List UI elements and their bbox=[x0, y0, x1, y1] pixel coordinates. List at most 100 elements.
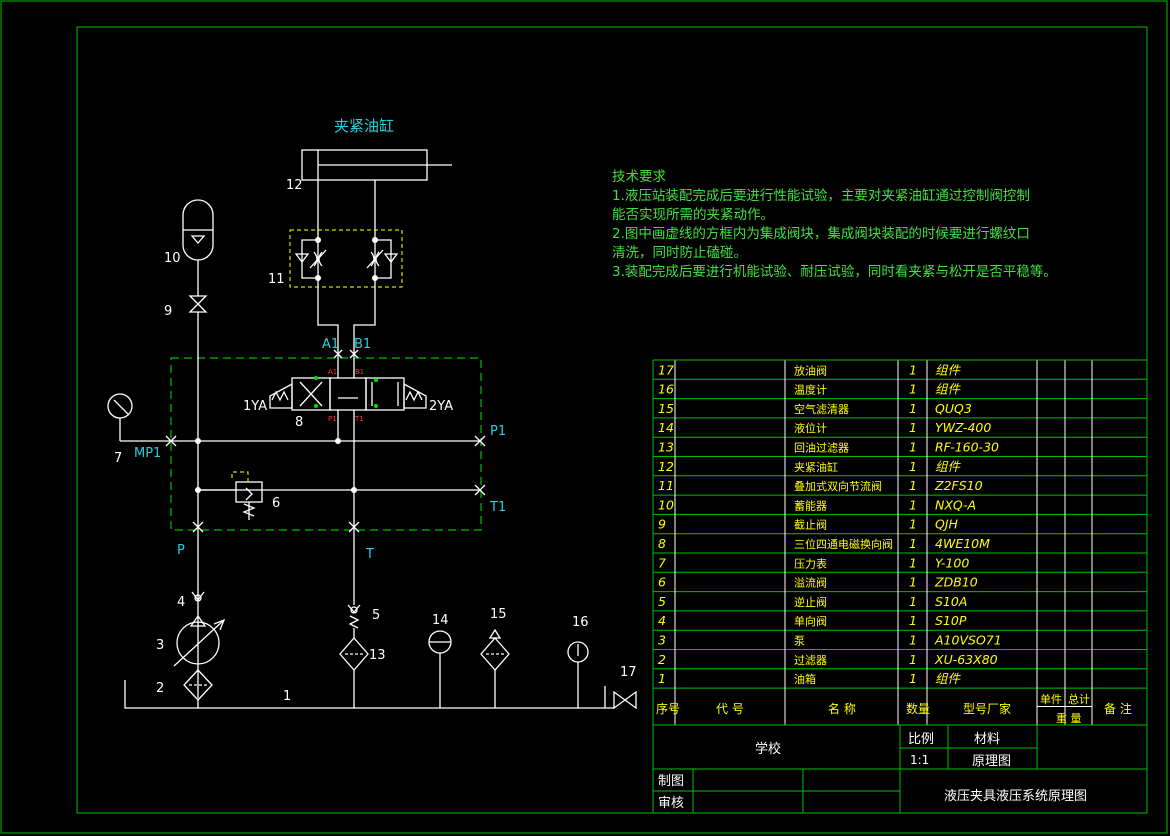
part-row-name: 油箱 bbox=[794, 672, 816, 686]
part-row-qty: 1 bbox=[909, 420, 917, 435]
valve-port-a: A1 bbox=[328, 368, 337, 376]
part-row-qty: 1 bbox=[909, 517, 917, 532]
part-row-number: 5 bbox=[658, 594, 666, 609]
part-row-model: 组件 bbox=[935, 459, 962, 474]
port-p1-label: P1 bbox=[490, 424, 506, 439]
header-name: 名 称 bbox=[828, 701, 856, 716]
header-model: 型号厂家 bbox=[963, 701, 1011, 716]
label-8: 8 bbox=[295, 415, 303, 430]
port-b1-label: B1 bbox=[354, 337, 371, 352]
school-name: 学校 bbox=[755, 741, 781, 757]
part-row-qty: 1 bbox=[909, 382, 917, 397]
part-row-model: S10P bbox=[935, 613, 967, 628]
header-code: 代 号 bbox=[716, 702, 744, 716]
part-row-number: 1 bbox=[658, 671, 666, 686]
part-row-model: QUQ3 bbox=[935, 401, 972, 416]
part-row-name: 蓄能器 bbox=[794, 498, 827, 512]
part-row-model: NXQ-A bbox=[935, 497, 976, 512]
label-1: 1 bbox=[283, 689, 291, 704]
part-row-name: 三位四通电磁换向阀 bbox=[794, 537, 893, 551]
part-row-qty: 1 bbox=[909, 613, 917, 628]
part-row-number: 16 bbox=[658, 382, 674, 397]
part-row-name: 回油过滤器 bbox=[794, 441, 849, 455]
part-row-number: 15 bbox=[658, 401, 674, 416]
part-row-qty: 1 bbox=[909, 401, 917, 416]
part-row-model: 4WE10M bbox=[935, 536, 990, 551]
part-row-number: 6 bbox=[658, 575, 666, 590]
label-13: 13 bbox=[369, 648, 386, 663]
oil-tank-symbol bbox=[124, 628, 637, 710]
scale-value: 1:1 bbox=[910, 753, 929, 767]
part-row-number: 11 bbox=[658, 478, 674, 493]
label-10: 10 bbox=[164, 251, 181, 266]
valve-port-t: T1 bbox=[354, 415, 364, 423]
title-block: 学校 比例 1:1 材料 原理图 制图 审核 液压夹具液压系统原理图 bbox=[658, 732, 1087, 811]
header-remark: 备 注 bbox=[1104, 701, 1132, 716]
label-7: 7 bbox=[114, 451, 122, 466]
part-row-name: 温度计 bbox=[794, 383, 827, 397]
part-row-model: RF-160-30 bbox=[935, 440, 999, 455]
part-row-qty: 1 bbox=[909, 594, 917, 609]
clamp-cylinder-symbol bbox=[301, 149, 452, 230]
header-unit-weight: 单件 bbox=[1040, 693, 1062, 706]
label-6: 6 bbox=[272, 496, 280, 511]
label-14: 14 bbox=[432, 613, 449, 628]
header-total-weight: 总计 bbox=[1068, 692, 1090, 706]
part-row-number: 3 bbox=[658, 633, 666, 648]
label-5: 5 bbox=[372, 608, 380, 623]
label-2: 2 bbox=[156, 681, 164, 696]
port-t-label: T bbox=[365, 547, 374, 562]
part-row-model: S10A bbox=[935, 594, 967, 609]
part-row-number: 13 bbox=[658, 440, 674, 455]
part-row-name: 泵 bbox=[794, 635, 805, 648]
part-row-qty: 1 bbox=[909, 478, 917, 493]
part-row-number: 8 bbox=[658, 536, 666, 551]
part-row-qty: 1 bbox=[909, 652, 917, 667]
label-12: 12 bbox=[286, 178, 303, 193]
part-row-number: 10 bbox=[658, 497, 674, 512]
tech-line: 3.装配完成后要进行机能试验、耐压试验，同时看夹紧与松开是否平稳等。 bbox=[612, 263, 1057, 280]
part-row-qty: 1 bbox=[909, 671, 917, 686]
parts-header: 序号 代 号 名 称 数量 型号厂家 单件 总计 重 量 备 注 bbox=[656, 692, 1132, 725]
accumulator-symbol bbox=[182, 199, 214, 313]
port-p-label: P bbox=[177, 543, 185, 558]
part-row-name: 过滤器 bbox=[794, 654, 827, 667]
part-row-qty: 1 bbox=[909, 362, 917, 377]
part-row-model: A10VSO71 bbox=[934, 633, 1002, 648]
return-line-symbols bbox=[339, 604, 369, 708]
port-a1-label: A1 bbox=[322, 337, 339, 352]
port-t1-label: T1 bbox=[489, 500, 506, 515]
part-row-model: 组件 bbox=[935, 382, 962, 397]
drawing-type: 原理图 bbox=[972, 754, 1011, 769]
relief-valve-symbol bbox=[198, 471, 263, 520]
pressure-gauge-symbol bbox=[107, 393, 133, 441]
part-row-qty: 1 bbox=[909, 536, 917, 551]
checked-by-label: 审核 bbox=[658, 796, 684, 811]
part-row-name: 压力表 bbox=[794, 556, 827, 570]
part-row-qty: 1 bbox=[909, 575, 917, 590]
material-label: 材料 bbox=[974, 732, 1000, 747]
label-9: 9 bbox=[164, 304, 172, 319]
part-row-model: 组件 bbox=[935, 671, 962, 686]
port-mp1-label: MP1 bbox=[134, 446, 161, 461]
part-row-model: Y-100 bbox=[935, 555, 969, 570]
part-row-model: ZDB10 bbox=[934, 575, 978, 590]
header-qty: 数量 bbox=[906, 701, 930, 716]
part-row-model: YWZ-400 bbox=[935, 420, 991, 435]
drawn-by-label: 制图 bbox=[658, 774, 684, 789]
valve-port-b: B1 bbox=[355, 368, 364, 376]
part-row-number: 7 bbox=[658, 555, 666, 570]
part-row-qty: 1 bbox=[909, 440, 917, 455]
part-row-model: 组件 bbox=[935, 362, 962, 377]
solenoid-1ya-label: 1YA bbox=[243, 399, 267, 414]
label-4: 4 bbox=[177, 595, 185, 610]
header-weight: 重 量 bbox=[1056, 711, 1082, 725]
solenoid-2ya-label: 2YA bbox=[429, 399, 453, 414]
part-row-number: 12 bbox=[658, 459, 674, 474]
part-row-qty: 1 bbox=[909, 633, 917, 648]
label-15: 15 bbox=[490, 607, 507, 622]
part-row-qty: 1 bbox=[909, 459, 917, 474]
part-row-model: XU-63X80 bbox=[934, 652, 998, 667]
